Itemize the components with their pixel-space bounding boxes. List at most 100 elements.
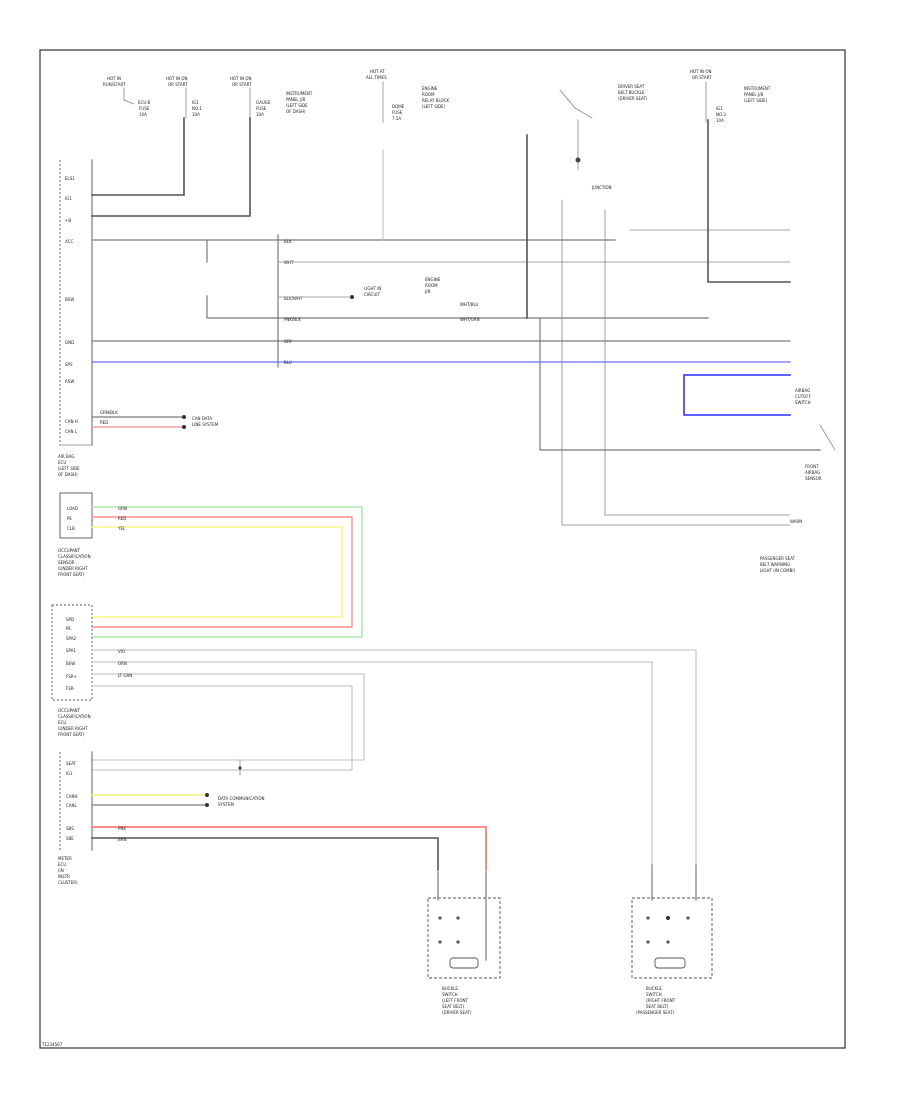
- footer-code: T1234567: [41, 1042, 63, 1047]
- fuse5-label-b: OR START: [692, 75, 712, 80]
- wire-label-can-h: GRN/BLK: [100, 410, 118, 415]
- oce-name-0: OCCUPANT: [58, 708, 81, 713]
- ecu-pin-8: CAN H: [65, 419, 78, 424]
- airbag-ecu-wiring: CAN DATA LINE SYSTEM GRN/BLK RED: [91, 117, 791, 429]
- ecu-pin-0: ELS1: [65, 176, 75, 181]
- fuse4-label-a: HOT AT: [370, 69, 385, 74]
- switch-label-b: BELT BUCKLE: [618, 90, 645, 95]
- airbag-ecu-name-1: ECU: [58, 460, 66, 465]
- oce-pin-2: SPA2: [66, 636, 76, 641]
- cutoff-a: AIRBAG: [795, 388, 810, 393]
- meter-name-4: CLUSTER): [58, 880, 78, 885]
- lbs-2: (LEFT FRONT: [442, 998, 468, 1003]
- ocs-name-1: CLASSIFICATION: [58, 554, 91, 559]
- oce-name-2: ECU: [58, 720, 66, 725]
- ecu-pin-9: CAN L: [65, 429, 78, 434]
- lbs-4: (DRIVER SEAT): [442, 1010, 472, 1015]
- fuse-name1-a: ECU-B: [138, 100, 151, 105]
- jb1-b: PANEL J/B: [286, 97, 305, 102]
- oce-pin-0: SPD: [66, 617, 74, 622]
- fuse1-label-b: RUN/START: [103, 82, 126, 87]
- ocs-name-2: SENSOR: [58, 560, 75, 565]
- occupant-classification-ecu: SPD PE SPA2 SPA1 BSW FSR+ FSR- OCCUPANT …: [51, 604, 697, 866]
- wire-ocs-2: RED: [118, 516, 126, 521]
- airbag-ecu-name-0: AIR BAG: [58, 454, 74, 459]
- fuse5-label-a: HOT IN ON: [690, 69, 711, 74]
- oce-name-4: FRONT SEAT): [58, 732, 85, 737]
- wire-label-bus-1: BLK: [284, 239, 292, 244]
- meter-pin-1: IG1: [66, 771, 73, 776]
- rbs-2: (RIGHT FRONT: [646, 998, 676, 1003]
- rbs-4: (PASSENGER SEAT): [636, 1010, 675, 1015]
- psbw-1: BELT WARNING: [760, 562, 790, 567]
- oce-pin-1: PE: [66, 626, 71, 631]
- lbs-1: SWITCH: [442, 992, 458, 997]
- meter-pin-5: SBE: [66, 836, 74, 841]
- oce-pin-4: BSW: [66, 661, 75, 666]
- airbag-ecu-name-2: (LEFT SIDE: [58, 466, 80, 471]
- psbw-2: LIGHT (IN COMBI): [760, 568, 796, 573]
- wire-label-eng-1: WHT/BLU: [460, 302, 479, 307]
- fuse4-label-b: ALL TIMES: [366, 75, 387, 80]
- oce-pin-6: FSR-: [66, 686, 75, 691]
- power-source-labels: HOT IN RUN/START HOT IN ON OR START HOT …: [103, 69, 771, 190]
- wire-label-bus-5: GRY: [284, 339, 293, 344]
- fuse-name2-a: IG1: [192, 100, 199, 105]
- fuse-name3-a: GAUGE: [256, 100, 271, 105]
- ecu-pin-7: RSW: [65, 379, 74, 384]
- rbs-1: SWITCH: [646, 992, 662, 997]
- fuse-name4-c: 7.5A: [392, 116, 401, 121]
- wire-meter-2: BRN: [118, 837, 127, 842]
- right-buckle-switch: BUCKLE SWITCH (RIGHT FRONT SEAT BELT) (P…: [631, 864, 713, 1015]
- oce-pin-3: SPA1: [66, 648, 76, 653]
- junction-label: JUNCTION: [591, 185, 612, 190]
- ocs-name-4: FRONT SEAT): [58, 572, 85, 577]
- ecu-pin-5: GND: [65, 340, 74, 345]
- junction-bus: BLK WHT BLK/WHT PNK/BLK GRY BLU LIGHT IN…: [277, 234, 791, 368]
- jb1-c: (LEFT SIDE: [286, 103, 308, 108]
- lbs-3: SEAT BELT): [442, 1004, 465, 1009]
- ecu-pin-4: BSW: [65, 297, 74, 302]
- jb2-c: RELAY BLOCK: [422, 98, 450, 103]
- airbag-ecu: ELS1 IG1 +B ACC BSW GND SPS RSW CAN H CA…: [58, 159, 93, 477]
- oce-name-1: CLASSIFICATION: [58, 714, 91, 719]
- fuse-name2-c: 10A: [192, 112, 200, 117]
- wire-oce-3: LT GRN: [118, 673, 132, 678]
- wire-label-bus-3: BLK/WHT: [284, 296, 303, 301]
- fuse2-label-a: HOT IN ON: [166, 76, 187, 81]
- ocs-name-0: OCCUPANT: [58, 548, 81, 553]
- fuse-name5-c: 10A: [716, 118, 724, 123]
- light-on-b: CIRCUIT: [364, 292, 380, 297]
- fuse-name2-b: NO.1: [192, 106, 202, 111]
- can-ecu-b: LINE SYSTEM: [192, 422, 219, 427]
- fuse-name5-a: IG1: [716, 106, 723, 111]
- ocs-name-3: (UNDER RIGHT: [58, 566, 88, 571]
- meter-ecu: SEAT IG1 CANH CANL SBS SBE METER ECU (IN…: [58, 751, 487, 885]
- switch-label-c: (DRIVER SEAT): [618, 96, 648, 101]
- wire-label-can-l: RED: [100, 420, 108, 425]
- wire-label-bus-2: WHT: [284, 260, 294, 265]
- fuse-name4-a: DOME: [392, 104, 405, 109]
- engine-jb-c: J/B: [424, 289, 431, 294]
- rbs-0: BUCKLE: [646, 986, 662, 991]
- wire-oce-1: VIO: [118, 649, 125, 654]
- oce-pin-5: FSR+: [66, 674, 77, 679]
- ecu-pin-3: ACC: [65, 239, 73, 244]
- meter-pin-0: SEAT: [66, 761, 76, 766]
- diagram-frame: [39, 49, 846, 1049]
- can-meter-a: DATA COMMUNICATION: [218, 796, 265, 801]
- meter-name-0: METER: [58, 856, 72, 861]
- ocs-pin-2: CLB: [67, 526, 75, 531]
- meter-pin-2: CANH: [66, 794, 78, 799]
- wire-ocs-1: GRN: [118, 506, 127, 511]
- fuse-name1-c: 10A: [139, 112, 147, 117]
- jb1-d: OF DASH): [286, 109, 306, 114]
- cutoff-c: SWITCH: [795, 400, 811, 405]
- rbs-3: SEAT BELT): [646, 1004, 669, 1009]
- ocs-pin-1: PE: [67, 516, 72, 521]
- warn-label: WARN: [790, 519, 802, 524]
- oce-name-3: (UNDER RIGHT: [58, 726, 88, 731]
- can-ecu-a: CAN DATA: [192, 416, 212, 421]
- ecu-pin-6: SPS: [65, 362, 73, 367]
